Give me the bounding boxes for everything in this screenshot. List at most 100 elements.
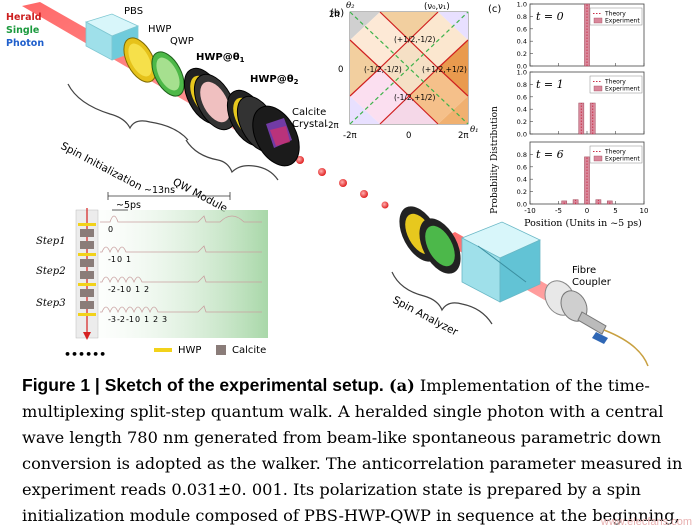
position-index-label: -1 xyxy=(117,285,125,294)
position-index-label: -3 xyxy=(108,315,116,324)
legend-calcite-swatch xyxy=(216,345,226,355)
spin-initialization-label: Spin Initialization xyxy=(59,140,144,193)
hwp-theta1-mount xyxy=(183,67,237,131)
position-index-label: 2 xyxy=(153,315,158,324)
source-label-photon: Photon xyxy=(6,38,44,49)
panel-c-xlabel: Position (Units in ~5 ps) xyxy=(524,218,642,229)
panel-c-subplot-title: t = 1 xyxy=(536,78,564,91)
panel-c-ylabel: Probability Distribution xyxy=(490,106,500,214)
qwp-plate xyxy=(151,51,185,97)
panel-b-xtick-left: -2π xyxy=(343,131,357,141)
panel-b-region-4: (-1/2,+1/2) xyxy=(394,93,435,102)
caption-body: Implementation of the time-multiplexing … xyxy=(22,376,683,525)
panel-b-xtick-mid: 0 xyxy=(406,131,411,141)
panel-c-subplot-title: t = 6 xyxy=(536,148,564,161)
y-tick-label: 0.8 xyxy=(517,81,527,89)
watermark: www.elecfans.com xyxy=(600,516,692,528)
pbs-label: PBS xyxy=(124,6,143,17)
position-index-label: -2 xyxy=(117,315,125,324)
y-tick-label: 0.0 xyxy=(517,63,527,71)
panel-c-label: (c) xyxy=(488,4,501,15)
legend-box xyxy=(589,7,643,26)
qwp-label: QWP xyxy=(170,36,194,47)
position-index-label: -1 xyxy=(108,255,116,264)
caption-title: Figure 1 | Sketch of the experimental se… xyxy=(22,375,384,395)
spin-analyzer-label: Spin Analyzer xyxy=(391,294,461,339)
x-tick-label: -10 xyxy=(524,207,535,215)
position-index-label: 2 xyxy=(144,285,149,294)
y-tick-label: 0.6 xyxy=(517,93,527,101)
experimental-setup-figure: Herald Single Photon PBS HWP QWP Spin In… xyxy=(6,1,649,367)
position-index-label: 0 xyxy=(108,225,113,234)
position-index-label: 1 xyxy=(126,255,131,264)
panel-b-ytick-top: 2π xyxy=(329,10,340,20)
x-tick-label: 10 xyxy=(640,207,649,215)
y-tick-label: 0.0 xyxy=(517,201,527,209)
legend-theory-label: Theory xyxy=(604,11,626,18)
panel-b-phase-diagram xyxy=(349,11,469,125)
panel-b-xaxis: θ₁ xyxy=(470,125,479,135)
y-tick-label: 0.0 xyxy=(517,131,527,139)
panel-b-region-2: (-1/2,-1/2) xyxy=(364,65,402,74)
panel-b-region-1: (+1/2,-1/2) xyxy=(394,35,435,44)
timing-diagram xyxy=(64,192,268,340)
legend-theory-label: Theory xyxy=(604,149,626,156)
analyzer-plates xyxy=(399,206,461,274)
legend-experiment-swatch xyxy=(593,17,603,24)
panel-b-xtick-right: 2π xyxy=(458,131,469,141)
qw-module-label: QW Module xyxy=(171,176,230,215)
x-tick-label: 0 xyxy=(585,207,589,215)
legend-experiment-swatch xyxy=(593,85,603,92)
more-steps-dots: •••••• xyxy=(64,348,106,361)
panel-c-subplot-title: t = 0 xyxy=(536,10,564,23)
y-tick-label: 1.0 xyxy=(517,69,527,77)
legend-hwp-swatch xyxy=(154,348,172,352)
fibre-coupler-label-1: Fibre xyxy=(572,265,596,276)
hwp-theta2-label: HWP@θ2 xyxy=(250,74,299,86)
legend-box xyxy=(589,75,643,94)
legend-experiment-label: Experiment xyxy=(605,86,640,93)
x-tick-label: 5 xyxy=(613,207,617,215)
y-tick-label: 0.2 xyxy=(517,118,527,126)
calcite-crystal-label-1: Calcite xyxy=(292,107,326,118)
analyzer-pbs-cube xyxy=(461,221,541,303)
timing-5ps: ~5ps xyxy=(116,200,141,211)
position-index-label: 0 xyxy=(117,255,122,264)
legend-experiment-label: Experiment xyxy=(605,156,640,163)
fibre-coupler xyxy=(544,280,649,367)
position-index-label: 1 xyxy=(135,285,140,294)
y-tick-label: 0.4 xyxy=(517,176,527,184)
y-tick-label: 0.8 xyxy=(517,151,527,159)
y-tick-label: 0.4 xyxy=(517,38,527,46)
position-index-label: 1 xyxy=(144,315,149,324)
calcite-crystal xyxy=(252,105,300,167)
position-index-label: 3 xyxy=(162,315,167,324)
panel-b-ytick-mid: 0 xyxy=(338,65,343,75)
spin-analyzer-brace xyxy=(391,271,493,325)
step-label-3: Step3 xyxy=(36,298,66,309)
spin-init-brace xyxy=(67,83,189,141)
legend-experiment-label: Experiment xyxy=(605,18,640,25)
y-tick-label: 0.4 xyxy=(517,106,527,114)
step-label-1: Step1 xyxy=(36,236,66,247)
panel-b-region-3: (+1/2,+1/2) xyxy=(422,65,467,74)
position-index-label: 0 xyxy=(126,285,131,294)
position-index-label: 0 xyxy=(135,315,140,324)
legend-hwp-label: HWP xyxy=(178,345,201,356)
legend-calcite-label: Calcite xyxy=(232,345,266,356)
legend-theory-label: Theory xyxy=(604,79,626,86)
panel-b-yaxis: θ₂ xyxy=(346,1,355,11)
x-tick-label: -5 xyxy=(555,207,562,215)
position-index-label: -1 xyxy=(126,315,134,324)
source-label-herald: Herald xyxy=(6,12,42,23)
photon-pulses xyxy=(296,156,408,219)
calcite-crystal-label-2: Crystal xyxy=(292,119,327,130)
timing-13ns: ~13ns xyxy=(144,185,175,196)
figure-caption: Figure 1 | Sketch of the experimental se… xyxy=(22,372,694,530)
panel-b-top-label: (ν₀,ν₁) xyxy=(424,2,450,12)
source-label-single: Single xyxy=(6,25,39,36)
step-label-2: Step2 xyxy=(36,266,66,277)
panel-b-ytick-bottom: -2π xyxy=(325,121,339,131)
